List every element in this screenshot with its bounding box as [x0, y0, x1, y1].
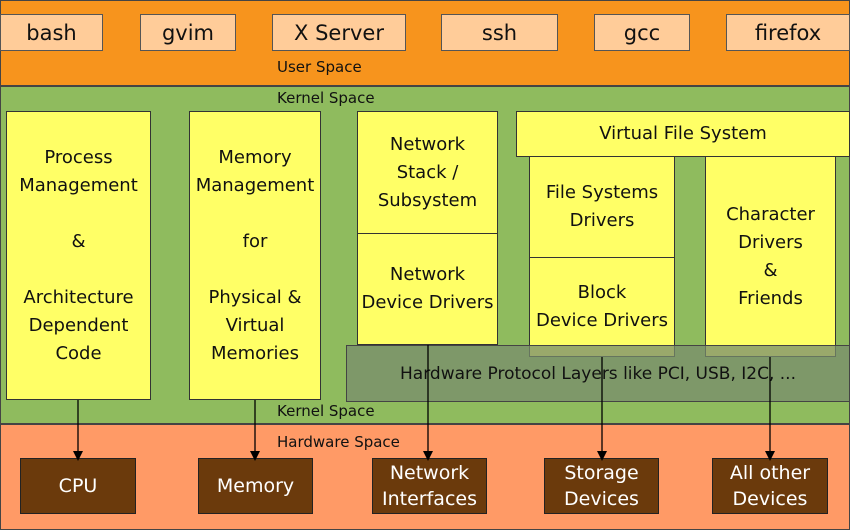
user-space-label: User Space: [277, 58, 362, 76]
network-stack-box: Network Stack / Subsystem: [357, 111, 498, 234]
app-x-server: X Server: [272, 14, 406, 51]
process-management-box: Process Management & Architecture Depend…: [6, 111, 151, 400]
device-network-interfaces: Network Interfaces: [372, 458, 487, 514]
character-drivers-box: Character Drivers & Friends: [705, 156, 836, 357]
app-gvim: gvim: [140, 14, 236, 51]
hardware-protocol-layers-box: Hardware Protocol Layers like PCI, USB, …: [346, 345, 850, 402]
app-firefox: firefox: [726, 14, 850, 51]
network-device-drivers-box: Network Device Drivers: [357, 233, 498, 345]
block-device-drivers-box: Block Device Drivers: [529, 257, 675, 357]
device-memory: Memory: [198, 458, 313, 514]
device-all-other: All other Devices: [712, 458, 828, 514]
hardware-space-label: Hardware Space: [277, 433, 400, 451]
app-gcc: gcc: [594, 14, 690, 51]
device-storage: Storage Devices: [544, 458, 659, 514]
app-ssh: ssh: [441, 14, 558, 51]
memory-management-box: Memory Management for Physical & Virtual…: [189, 111, 321, 400]
app-bash: bash: [0, 14, 103, 51]
device-cpu: CPU: [20, 458, 136, 514]
virtual-file-system-box: Virtual File System: [516, 111, 850, 157]
kernel-space-label-bottom: Kernel Space: [277, 402, 375, 420]
kernel-space-label-top: Kernel Space: [277, 89, 375, 107]
file-systems-drivers-box: File Systems Drivers: [529, 156, 675, 258]
